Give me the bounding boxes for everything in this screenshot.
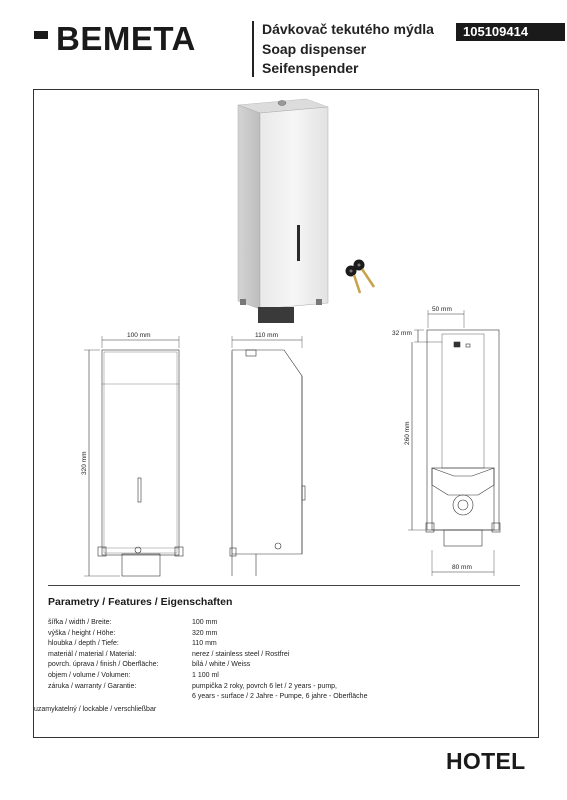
spec-value: 110 mm <box>192 640 217 648</box>
spec-label: výška / height / Höhe: <box>48 629 116 637</box>
spec-value: 6 years - surface / 2 Jahre - Pumpe, 6 j… <box>192 693 368 701</box>
dim-height-back: 260 mm <box>404 422 411 445</box>
spec-value: pumpička 2 roky, povrch 6 let / 2 years … <box>192 682 337 690</box>
spec-value: 100 mm <box>192 619 218 626</box>
level-window <box>297 225 300 261</box>
title-english: Soap dispenser <box>262 40 367 57</box>
spec-labels: šířka / width / Breite: výška / height /… <box>48 618 159 703</box>
dim-width-front: 100 mm <box>127 332 150 339</box>
keys-icon <box>345 259 376 294</box>
section-divider <box>48 585 520 586</box>
spec-label: materiál / material / Material: <box>48 650 137 658</box>
technical-drawing: 100 mm 110 mm 320 mm 50 mm 32 mm 260 mm … <box>81 306 501 577</box>
features-heading: Parametry / Features / Eigenschaften <box>48 596 233 608</box>
lock-icon <box>277 100 287 106</box>
content-frame <box>33 89 539 738</box>
dim-offset-back: 32 mm <box>392 330 412 337</box>
title-czech: Dávkovač tekutého mýdla <box>262 21 434 37</box>
product-titles: Dávkovač tekutého mýdla Soap dispenser S… <box>262 20 434 79</box>
spec-value: nerez / stainless steel / Rostfrei <box>192 650 290 658</box>
front-view <box>84 336 184 577</box>
product-photo <box>237 98 376 323</box>
spec-label: šířka / width / Breite: <box>48 619 112 626</box>
category-label: HOTEL <box>446 748 526 774</box>
dim-top-back: 50 mm <box>432 306 452 313</box>
spec-label: povrch. úprava / finish / Oberfläche: <box>48 661 159 669</box>
brand-logo: BEMETA <box>34 19 196 57</box>
product-code-badge: 105109414 <box>456 23 565 41</box>
logo-mark <box>34 31 48 39</box>
spec-label: hloubka / depth / Tiefe: <box>48 640 119 648</box>
spec-label <box>48 692 159 703</box>
side-view <box>229 336 306 576</box>
spec-label: záruka / warranty / Garantie: <box>48 682 137 690</box>
spec-value: bílá / white / Weiss <box>192 661 251 669</box>
lockable-note: uzamykatelný / lockable / verschließbar <box>34 706 157 713</box>
back-view <box>408 310 501 576</box>
spec-value: 1 100 ml <box>192 671 219 679</box>
logo-text: BEMETA <box>56 19 196 57</box>
spec-values: 100 mm 320 mm 110 mm nerez / stainless s… <box>192 618 367 703</box>
pump-button <box>258 307 294 323</box>
title-german: Seifenspender <box>262 60 359 76</box>
dim-bottom-back: 80 mm <box>452 564 472 571</box>
spec-value: 320 mm <box>192 629 218 637</box>
dim-height-front: 320 mm <box>81 452 88 475</box>
dim-depth-side: 110 mm <box>255 332 278 339</box>
spec-label: objem / volume / Volumen: <box>48 671 131 679</box>
header-divider <box>252 21 254 77</box>
